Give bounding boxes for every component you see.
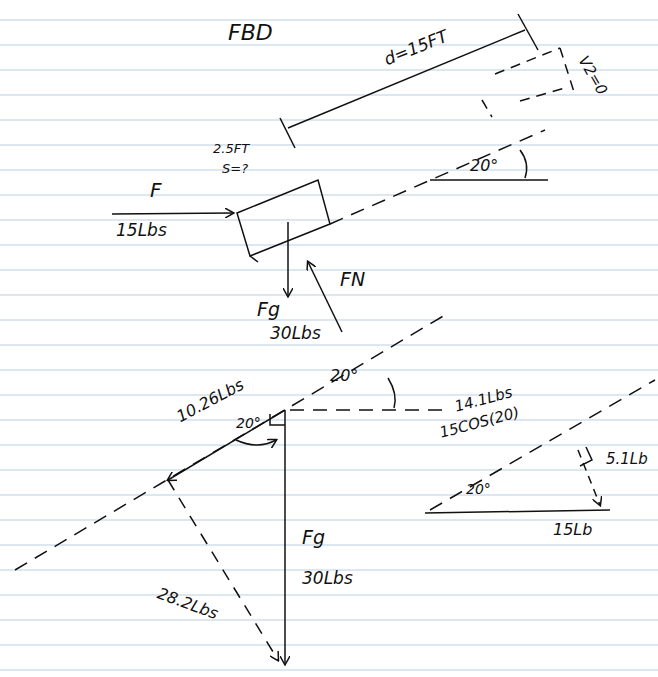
angle-label: 20°	[330, 368, 358, 384]
ruled-lines	[0, 20, 658, 670]
angle-label: 20°	[236, 416, 261, 430]
component-formula: 15COS(20)	[438, 405, 521, 441]
lower-vectors	[15, 315, 655, 664]
component-value: 10.26Lbs	[174, 377, 246, 426]
component-value: 5.1Lb	[606, 452, 648, 467]
force-value: 30Lbs	[270, 325, 321, 342]
force-name: F	[150, 180, 162, 200]
title-mark: FBD	[228, 22, 273, 44]
angle-label: 20°	[470, 158, 498, 174]
force-name: Fg	[302, 528, 325, 547]
force-value: 30Lbs	[302, 570, 353, 587]
force-value: 15Lbs	[116, 222, 167, 239]
force-name: Fg	[257, 300, 280, 319]
upper-fbd	[112, 14, 575, 332]
velocity-label: V2=0	[576, 54, 610, 98]
component-value: 28.2Lbs	[155, 585, 220, 622]
dimension-label: d=15FT	[382, 28, 450, 69]
unknown-label: S=?	[222, 162, 248, 175]
force-name: FN	[340, 270, 365, 289]
dimension-label: 2.5FT	[213, 142, 249, 155]
angle-label: 20°	[466, 482, 491, 496]
force-value: 15Lb	[553, 522, 592, 538]
